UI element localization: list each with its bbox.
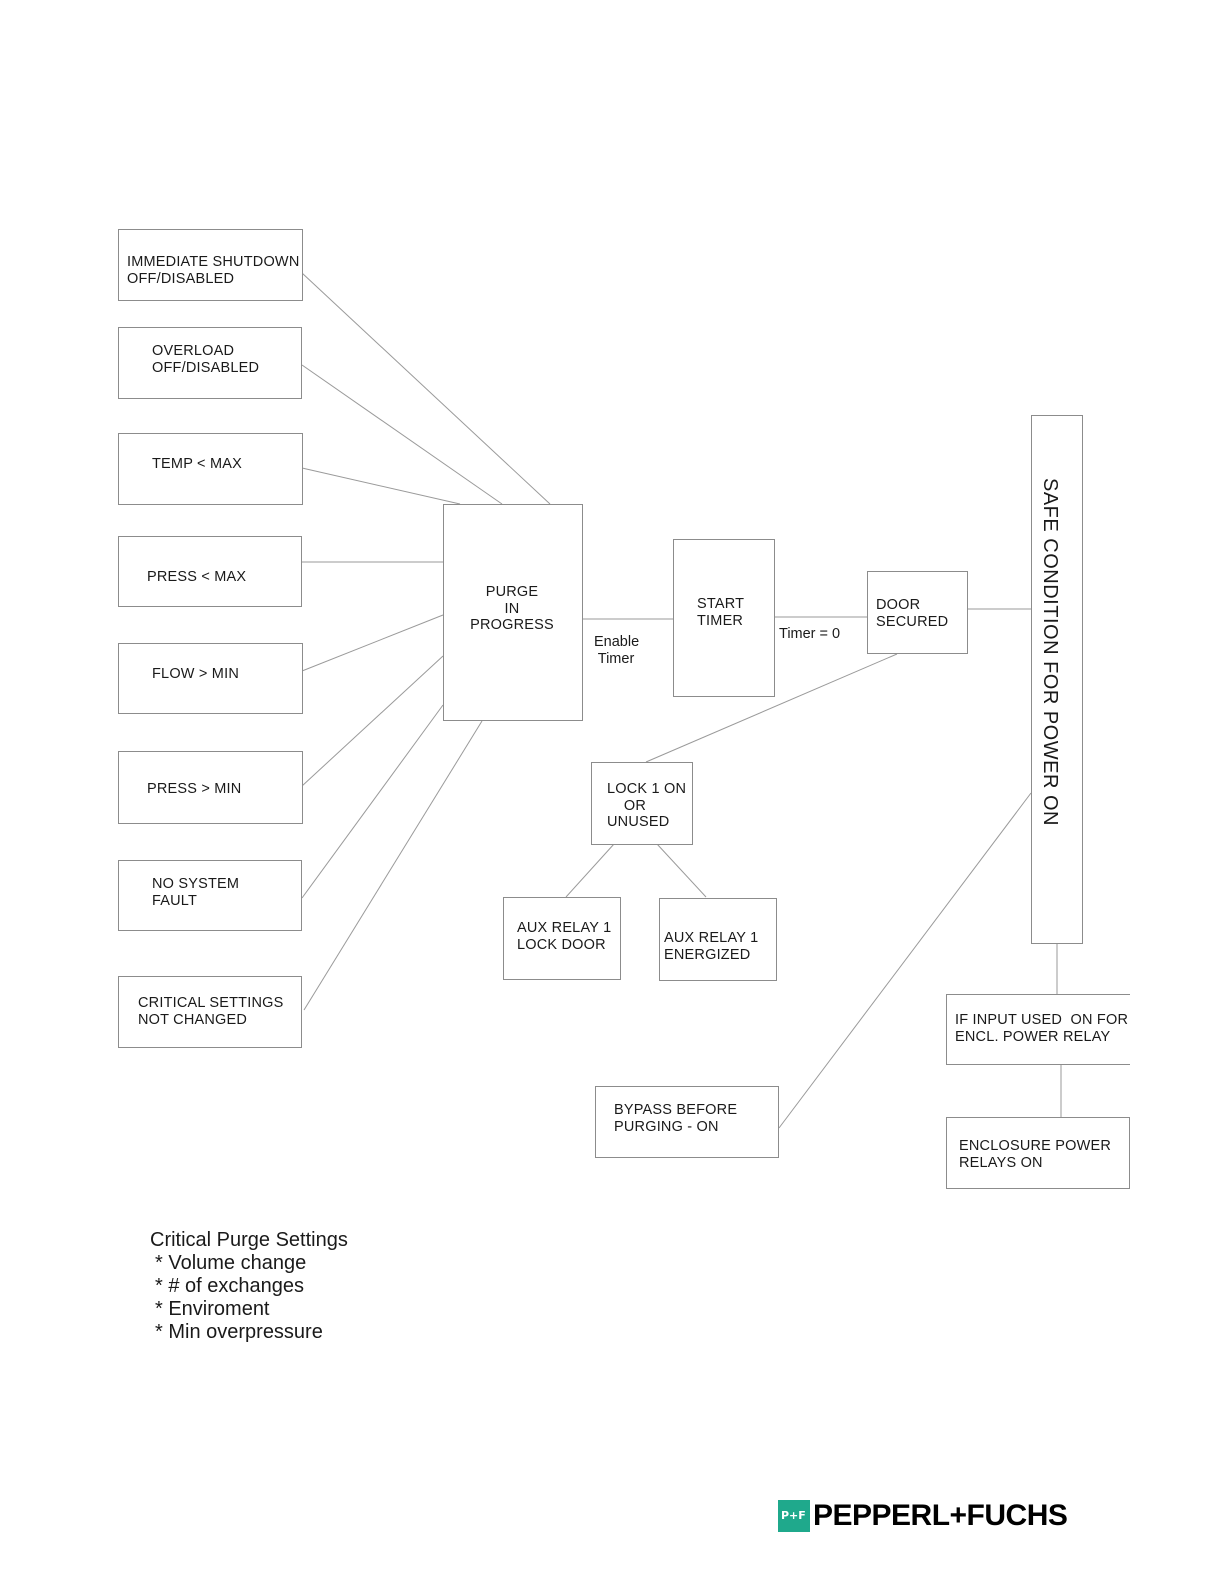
system-fault-box: NO SYSTEM FAULT — [118, 860, 302, 931]
notes-item: * # of exchanges — [155, 1275, 304, 1297]
aux-relay-lock-label: AUX RELAY 1 LOCK DOOR — [517, 920, 612, 953]
press-min-label: PRESS > MIN — [147, 781, 242, 797]
press-max-label: PRESS < MAX — [147, 569, 247, 585]
temp-label: TEMP < MAX — [152, 456, 242, 472]
door-secured-box: DOOR SECURED — [867, 571, 968, 654]
wire-press-min-purge — [301, 655, 444, 787]
flow-box: FLOW > MIN — [118, 643, 303, 714]
overload-label: OVERLOAD OFF/DISABLED — [152, 343, 260, 376]
start-timer-label: START TIMER — [697, 596, 745, 629]
wire-flow-purge — [301, 614, 444, 672]
notes-title: Critical Purge Settings — [150, 1229, 348, 1251]
critical-purge-notes: Critical Purge Settings * Volume change … — [150, 1229, 348, 1344]
if-input-box: IF INPUT USED ON FOR ENCL. POWER RELAY — [946, 994, 1130, 1065]
timer-zero-label: Timer = 0 — [779, 626, 841, 642]
notes-item: * Enviroment — [155, 1298, 270, 1320]
enclosure-power-box: ENCLOSURE POWER RELAYS ON — [946, 1117, 1130, 1189]
aux-relay-energized-box: AUX RELAY 1 ENERGIZED — [659, 898, 777, 981]
wire-critical-purge — [303, 720, 483, 1011]
immediate-shutdown-box: IMMEDIATE SHUTDOWN OFF/DISABLED — [118, 229, 303, 301]
start-timer-box: START TIMER — [673, 539, 775, 697]
wire-fault-purge — [301, 704, 444, 899]
wire-door-lock — [645, 653, 898, 763]
enable-timer-label: Enable Timer — [594, 634, 640, 667]
wire-lock-auxenergized — [656, 843, 707, 898]
overload-box: OVERLOAD OFF/DISABLED — [118, 327, 302, 399]
critical-settings-box: CRITICAL SETTINGS NOT CHANGED — [118, 976, 302, 1048]
logo-wordmark: PEPPERL+FUCHS — [813, 1499, 1068, 1532]
bypass-label: BYPASS BEFORE PURGING - ON — [614, 1102, 738, 1135]
flow-label: FLOW > MIN — [152, 666, 239, 682]
purge-in-progress-box: PURGE IN PROGRESS — [443, 504, 583, 721]
notes-item: * Volume change — [155, 1252, 307, 1274]
lock-label: LOCK 1 ON OR UNUSED — [607, 781, 687, 830]
temp-box: TEMP < MAX — [118, 433, 303, 505]
door-secured-label: DOOR SECURED — [876, 597, 949, 630]
aux-relay-energized-label: AUX RELAY 1 ENERGIZED — [664, 930, 759, 963]
press-max-box: PRESS < MAX — [118, 536, 302, 607]
notes-item: * Min overpressure — [155, 1321, 323, 1343]
safe-condition-box — [1031, 415, 1083, 944]
pepperl-fuchs-logo: P+F PEPPERL+FUCHS — [778, 1498, 1068, 1534]
bypass-box: BYPASS BEFORE PURGING - ON — [595, 1086, 779, 1158]
if-input-label: IF INPUT USED ON FOR ENCL. POWER RELAY — [955, 1012, 1129, 1045]
wire-shutdown-purge — [301, 272, 551, 505]
aux-relay-lock-box: AUX RELAY 1 LOCK DOOR — [503, 897, 621, 980]
press-min-box: PRESS > MIN — [118, 751, 303, 824]
pf-logo-icon: P+F — [778, 1500, 810, 1532]
enclosure-power-label: ENCLOSURE POWER RELAYS ON — [959, 1138, 1112, 1171]
critical-settings-label: CRITICAL SETTINGS NOT CHANGED — [138, 995, 284, 1028]
wire-bypass-safe — [778, 792, 1032, 1129]
safe-condition-label: SAFE CONDITION FOR POWER ON — [1039, 478, 1061, 826]
wire-overload-purge — [301, 364, 503, 505]
pf-logo-mark-text: P+F — [781, 1509, 806, 1522]
purge-in-progress-label: PURGE IN PROGRESS — [470, 584, 554, 633]
system-fault-label: NO SYSTEM FAULT — [152, 876, 240, 909]
wire-temp-purge — [301, 467, 461, 505]
immediate-shutdown-label: IMMEDIATE SHUTDOWN OFF/DISABLED — [127, 254, 300, 287]
wire-lock-auxlock — [565, 843, 615, 898]
lock-box: LOCK 1 ON OR UNUSED — [591, 762, 693, 845]
